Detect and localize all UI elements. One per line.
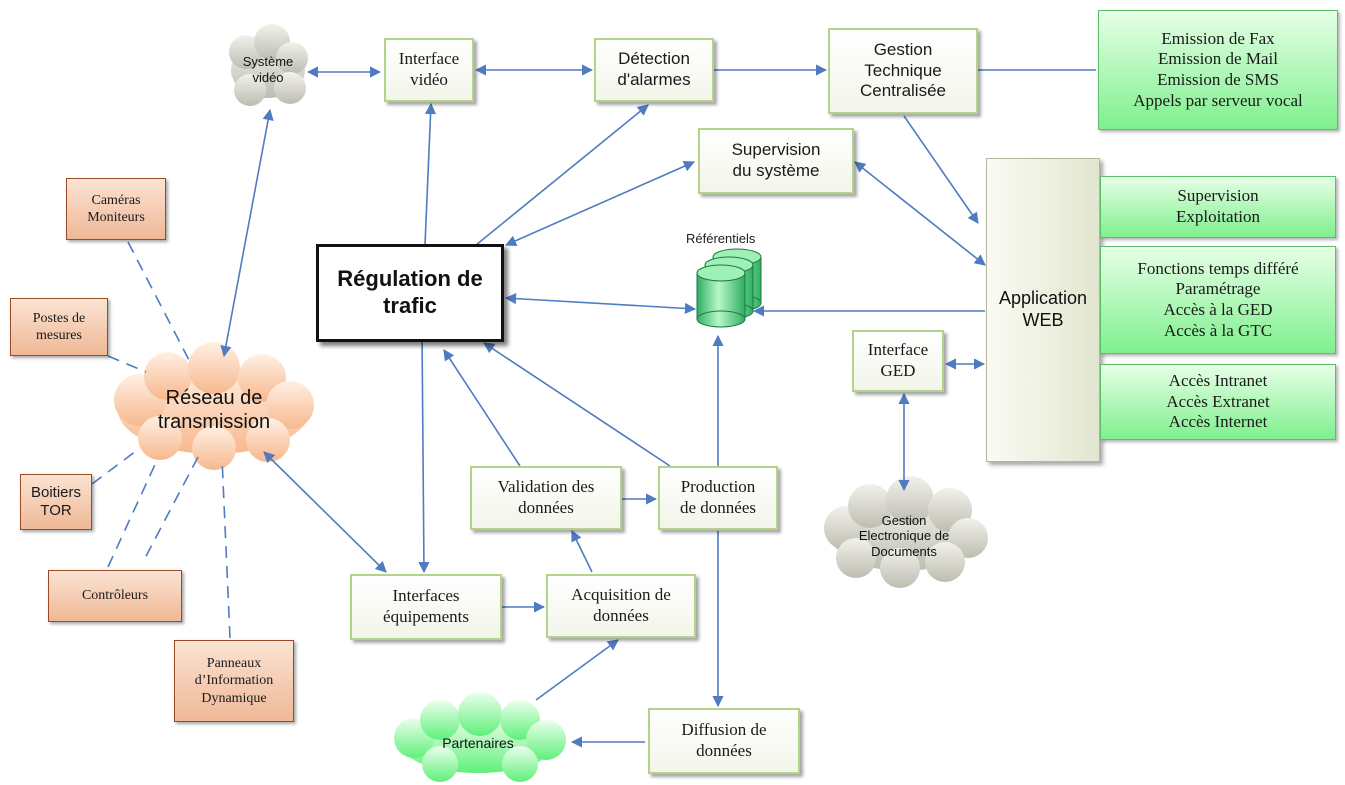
panel-fonctions: Fonctions temps différé Paramétrage Accè… <box>1100 246 1336 354</box>
panel-acces-line3: Accès Internet <box>1168 412 1268 432</box>
device-postes-line1: Postes de <box>32 310 86 326</box>
cloud-systeme-video-shape <box>229 24 308 106</box>
box-interface-ged: Interface GED <box>852 330 944 392</box>
panel-acces-line2: Accès Extranet <box>1166 391 1270 411</box>
box-interfaces-equipements: Interfaces équipements <box>350 574 502 640</box>
detection-line2: d'alarmes <box>617 70 691 89</box>
panel-emission-line2: Emission de Mail <box>1158 49 1278 69</box>
box-regulation-trafic: Régulation de trafic <box>316 244 504 342</box>
panel-emission-line3: Emission de SMS <box>1157 70 1279 89</box>
detection-line1: Détection <box>618 49 690 69</box>
device-postes-line2: mesures <box>36 328 82 343</box>
cloud-reseau-line1: Réseau de <box>165 387 263 409</box>
validation-line2: données <box>518 498 574 517</box>
production-line1: Production <box>680 477 756 497</box>
interface-video-line1: Interface <box>398 49 460 69</box>
device-controleurs-label: Contrôleurs <box>81 588 149 604</box>
box-validation-donnees: Validation des données <box>470 466 622 530</box>
validation-line1: Validation des <box>497 477 595 497</box>
supervision-line2: du système <box>732 161 820 180</box>
device-postes-mesures: Postes de mesures <box>10 298 108 356</box>
cloud-partenaires-shape <box>394 692 566 782</box>
panel-fonctions-line1: Fonctions temps différé <box>1137 258 1299 278</box>
application-web-line2: WEB <box>1022 310 1064 330</box>
panel-supervision-line2: Exploitation <box>1175 207 1261 226</box>
interfaces-equip-line2: équipements <box>383 607 469 626</box>
cloud-reseau-line2: transmission <box>157 411 271 433</box>
device-controleurs: Contrôleurs <box>48 570 182 622</box>
device-cameras-line2: Moniteurs <box>87 210 145 225</box>
device-boitiers-line2: TOR <box>40 502 72 519</box>
cloud-ged-line3: Documents <box>871 543 937 559</box>
box-supervision-systeme: Supervision du système <box>698 128 854 194</box>
device-cameras-moniteurs: Caméras Moniteurs <box>66 178 166 240</box>
cloud-partenaires: Partenaires <box>420 730 536 756</box>
panel-supervision-line1: Supervision <box>1177 186 1259 206</box>
interface-ged-line2: GED <box>880 361 916 380</box>
panel-supervision-exploitation: Supervision Exploitation <box>1100 176 1336 238</box>
panel-fonctions-line3: Accès à la GED <box>1163 300 1273 319</box>
device-cameras-line1: Caméras <box>91 192 141 208</box>
cloud-systeme-video: Système vidéo <box>232 50 304 90</box>
box-interface-video: Interface vidéo <box>384 38 474 102</box>
diffusion-line2: données <box>696 741 752 760</box>
device-panneaux-line1: Panneaux <box>206 656 262 672</box>
panel-emission-line1: Emission de Fax <box>1161 28 1275 48</box>
cloud-ged-shape <box>824 476 988 588</box>
panel-fonctions-line2: Paramétrage <box>1175 279 1261 299</box>
box-application-web: Application WEB <box>986 158 1100 462</box>
cloud-partenaires-label: Partenaires <box>442 734 514 751</box>
box-production-donnees: Production de données <box>658 466 778 530</box>
device-panneaux-line2: d’Information <box>194 673 274 689</box>
acquisition-line2: données <box>593 606 649 625</box>
supervision-line1: Supervision <box>731 140 821 160</box>
device-boitiers-line1: Boitiers <box>30 483 82 501</box>
gtc-line3: Centralisée <box>860 81 946 101</box>
box-detection-alarmes: Détection d'alarmes <box>594 38 714 102</box>
cloud-reseau-shape <box>114 342 314 470</box>
interface-video-line2: vidéo <box>410 70 448 89</box>
device-boitiers-tor: Boitiers TOR <box>20 474 92 530</box>
application-web-line1: Application <box>998 288 1088 309</box>
interface-ged-line1: Interface <box>867 340 929 360</box>
device-panneaux: Panneaux d’Information Dynamique <box>174 640 294 722</box>
panel-emission-line4: Appels par serveur vocal <box>1133 90 1303 110</box>
diffusion-line1: Diffusion de <box>681 720 767 740</box>
panel-fonctions-line4: Accès à la GTC <box>1163 320 1273 340</box>
device-links <box>91 241 231 639</box>
gtc-line2: Technique <box>864 60 942 80</box>
panel-acces-line1: Accès Intranet <box>1168 370 1268 390</box>
database-icon <box>696 248 762 328</box>
cloud-ged-line1: Gestion <box>881 512 927 528</box>
device-panneaux-line3: Dynamique <box>201 690 267 706</box>
referentiels-label: Référentiels <box>686 231 756 246</box>
cloud-reseau-transmission: Réseau de transmission <box>128 372 300 448</box>
cloud-systeme-video-line2: vidéo <box>252 70 284 85</box>
cloud-ged-line2: Electronique de <box>858 528 950 544</box>
box-diffusion-donnees: Diffusion de données <box>648 708 800 774</box>
box-gestion-technique-centralisee: Gestion Technique Centralisée <box>828 28 978 114</box>
interfaces-equip-line1: Interfaces <box>392 586 460 606</box>
cloud-systeme-video-line1: Système <box>242 54 294 70</box>
gtc-line1: Gestion <box>873 39 933 59</box>
connectors <box>220 64 1096 748</box>
panel-emission: Emission de Fax Emission de Mail Emissio… <box>1098 10 1338 130</box>
cloud-ged: Gestion Electronique de Documents <box>836 504 972 568</box>
panel-acces: Accès Intranet Accès Extranet Accès Inte… <box>1100 364 1336 440</box>
acquisition-line1: Acquisition de <box>571 585 671 605</box>
box-acquisition-donnees: Acquisition de données <box>546 574 696 638</box>
production-line2: de données <box>679 498 756 517</box>
regulation-trafic-label: Régulation de trafic <box>337 266 483 318</box>
